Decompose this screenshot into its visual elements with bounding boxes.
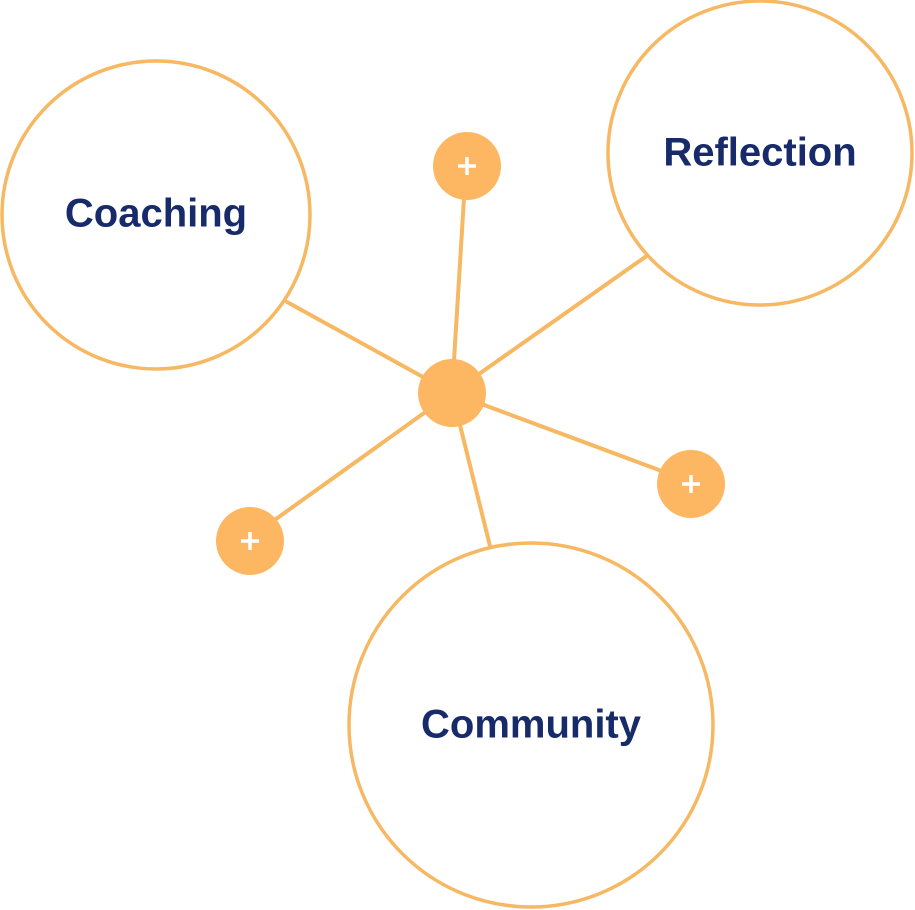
plus-icon bbox=[241, 532, 259, 550]
add-node-button-top[interactable] bbox=[433, 132, 501, 200]
node-coaching[interactable]: Coaching bbox=[0, 59, 312, 371]
connector-add-right bbox=[450, 391, 661, 472]
connector-add-left bbox=[274, 391, 454, 521]
add-node-button-right[interactable] bbox=[657, 450, 725, 518]
node-community[interactable]: Community bbox=[347, 541, 715, 909]
node-coaching-circle bbox=[0, 59, 312, 371]
add-node-button-left[interactable] bbox=[216, 507, 284, 575]
plus-icon bbox=[682, 475, 700, 493]
node-coaching-label: Coaching bbox=[65, 192, 247, 236]
node-community-label: Community bbox=[421, 703, 642, 747]
node-reflection[interactable]: Reflection bbox=[606, 0, 914, 307]
node-reflection-circle bbox=[606, 0, 914, 307]
central-hub bbox=[418, 359, 486, 427]
plus-icon bbox=[458, 157, 476, 175]
connector-reflection bbox=[450, 253, 650, 395]
node-community-circle bbox=[347, 541, 715, 909]
node-reflection-label: Reflection bbox=[663, 131, 856, 175]
